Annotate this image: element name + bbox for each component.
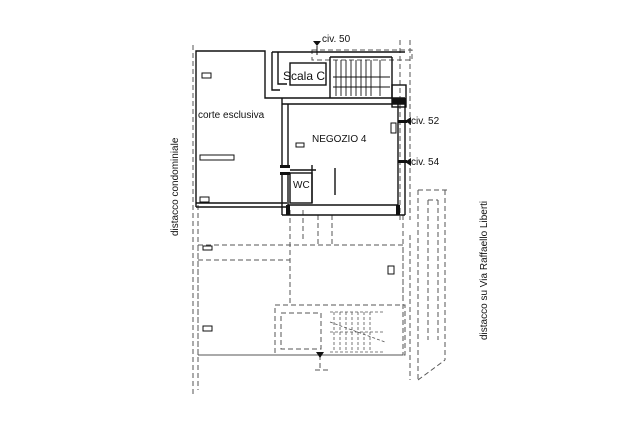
courtyard-outline [195,50,287,208]
stair-c-label: Scala C [283,69,325,83]
dashed-context-lines [192,40,450,395]
lower-arrow-icon [316,352,324,358]
shop-walls [281,97,406,216]
window-symbols [199,72,397,332]
lower-stair-treads [329,311,386,353]
left-side-label: distacco condominiale [170,137,181,236]
civ-50-arrow-icon [313,41,321,55]
civ-52-arrow-icon [405,117,411,125]
courtyard-label: corte esclusiva [198,110,265,121]
wc-label: WC [293,180,310,191]
civ-54-arrow-icon [405,158,411,166]
civ-50-label: civ. 50 [322,34,351,45]
right-side-label: distacco su Via Raffaello Liberti [479,201,490,340]
shop-label: NEGOZIO 4 [312,134,367,145]
stair-c-walls [271,51,407,108]
door-jambs [280,98,407,215]
stair-c-treads [333,60,390,96]
civ-54-label: civ. 54 [411,157,440,168]
civ-52-label: civ. 52 [411,116,440,127]
